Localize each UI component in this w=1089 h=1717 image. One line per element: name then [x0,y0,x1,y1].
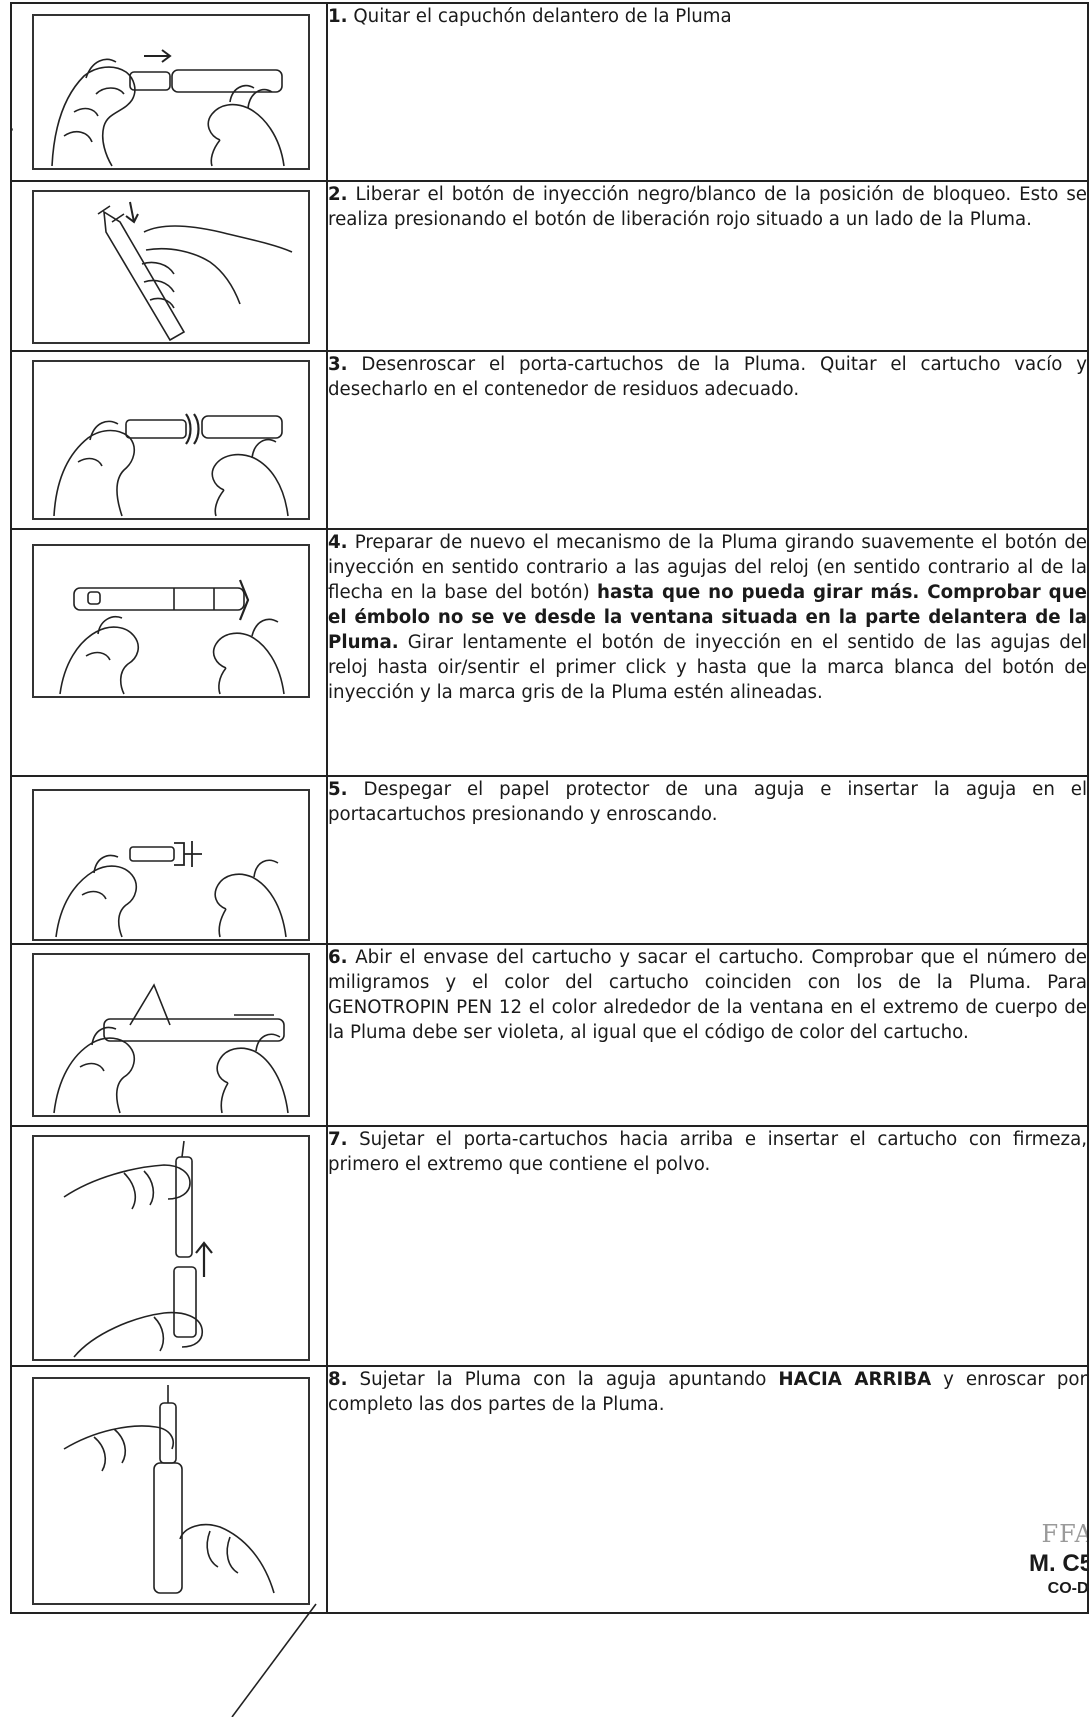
step-text-cell: 3. Desenroscar el porta-cartuchos de la … [327,351,1088,529]
step-number: 5. [328,779,348,800]
step-illustration-cell [11,351,327,529]
hands-removing-pen-cap-icon [34,16,308,168]
step-text-cell: 4. Preparar de nuevo el mecanismo de la … [327,529,1088,776]
hands-opening-cartridge-package-icon [34,955,308,1115]
step-illustration-cell [11,944,327,1126]
step-text-segment: Sujetar el porta-cartuchos hacia arriba … [328,1129,1087,1175]
step-instruction: 7. Sujetar el porta-cartuchos hacia arri… [328,1127,1087,1177]
step-text-cell: 2. Liberar el botón de inyección negro/b… [327,181,1088,351]
hands-turning-injection-button-icon [34,546,308,696]
step-row: 4. Preparar de nuevo el mecanismo de la … [11,529,1088,776]
step-illustration [32,953,310,1117]
step-row: 5. Despegar el papel protector de una ag… [11,776,1088,944]
step-text-segment: Abir el envase del cartucho y sacar el c… [328,947,1087,1043]
step-number: 8. [328,1369,348,1390]
step-illustration [32,1135,310,1361]
step-illustration-cell [11,3,327,181]
step-row: 1. Quitar el capuchón delantero de la Pl… [11,3,1088,181]
step-illustration [32,1377,310,1605]
stamp-line-3: CO-DI [1048,1580,1087,1598]
step-illustration [32,544,310,698]
step-illustration-cell [11,181,327,351]
step-row: 3. Desenroscar el porta-cartuchos de la … [11,351,1088,529]
step-illustration-cell [11,1126,327,1366]
stamp-line-2: M. C5 [1029,1550,1087,1578]
step-number: 4. [328,532,348,553]
step-text-cell: 6. Abir el envase del cartucho y sacar e… [327,944,1088,1126]
step-illustration-cell [11,1366,327,1613]
step-number: 6. [328,947,348,968]
hands-screwing-pen-parts-together-icon [34,1379,308,1603]
step-text-cell: 5. Despegar el papel protector de una ag… [327,776,1088,944]
step-illustration-cell [11,776,327,944]
hand-pressing-release-button-icon [34,192,308,342]
step-number: 7. [328,1129,348,1150]
step-text-segment: Liberar el botón de inyección negro/blan… [328,184,1087,230]
official-stamp: FFA M. C5 CO-DI [967,1518,1087,1608]
stamp-line-1: FFA [1041,1520,1087,1548]
step-text-segment: Girar lentamente el botón de inyección e… [328,632,1087,703]
step-text-emphasis: HACIA ARRIBA [778,1369,931,1390]
step-text-cell: 1. Quitar el capuchón delantero de la Pl… [327,3,1088,181]
step-row: 7. Sujetar el porta-cartuchos hacia arri… [11,1126,1088,1366]
step-illustration [32,360,310,520]
hands-unscrewing-cartridge-holder-icon [34,362,308,518]
hands-inserting-cartridge-upward-icon [34,1137,308,1359]
step-illustration [32,14,310,170]
step-instruction: 2. Liberar el botón de inyección negro/b… [328,182,1087,232]
step-text-segment: Despegar el papel protector de una aguja… [328,779,1087,825]
step-instruction: 8. Sujetar la Pluma con la aguja apuntan… [328,1367,1087,1417]
step-row: 2. Liberar el botón de inyección negro/b… [11,181,1088,351]
step-illustration [32,190,310,344]
step-text-cell: 7. Sujetar el porta-cartuchos hacia arri… [327,1126,1088,1366]
step-instruction: 5. Despegar el papel protector de una ag… [328,777,1087,827]
steps-table: 1. Quitar el capuchón delantero de la Pl… [10,2,1089,1614]
step-number: 2. [328,184,348,205]
step-text-segment: Quitar el capuchón delantero de la Pluma [348,6,732,27]
step-illustration [32,789,310,941]
hands-attaching-needle-icon [34,791,308,939]
step-text-segment: Sujetar la Pluma con la aguja apuntando [348,1369,779,1390]
step-instruction: 6. Abir el envase del cartucho y sacar e… [328,945,1087,1045]
step-row: 6. Abir el envase del cartucho y sacar e… [11,944,1088,1126]
step-row: 8. Sujetar la Pluma con la aguja apuntan… [11,1366,1088,1613]
step-instruction: 1. Quitar el capuchón delantero de la Pl… [328,4,1087,29]
step-instruction: 3. Desenroscar el porta-cartuchos de la … [328,352,1087,402]
step-number: 3. [328,354,348,375]
step-text-cell: 8. Sujetar la Pluma con la aguja apuntan… [327,1366,1088,1613]
step-illustration-cell [11,529,327,776]
step-number: 1. [328,6,348,27]
step-instruction: 4. Preparar de nuevo el mecanismo de la … [328,530,1087,705]
step-text-segment: Desenroscar el porta-cartuchos de la Plu… [328,354,1087,400]
